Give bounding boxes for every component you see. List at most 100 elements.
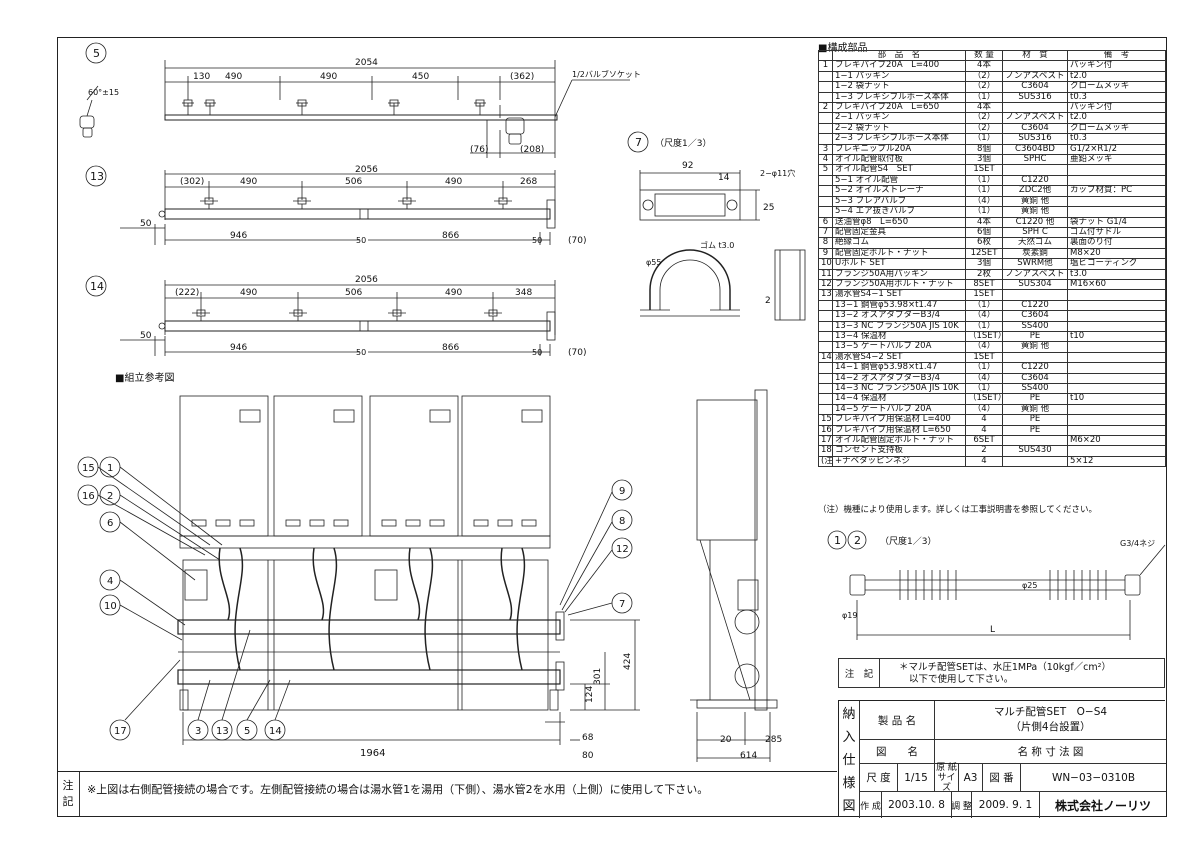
dimension-label: 12 [616, 544, 629, 555]
parts-cell-qty: （2） [965, 122, 1003, 135]
parts-cell-mat [1002, 289, 1068, 301]
parts-cell-name: 5−1 オイル配管 [832, 174, 966, 187]
dimension-label: 285 [765, 735, 782, 745]
parts-cell-qty: （1） [965, 91, 1003, 104]
dimension-label: 16 [82, 491, 95, 502]
parts-cell-no: 15 [818, 414, 833, 426]
dimension-label: 6 [107, 518, 113, 529]
parts-cell-qty: 4 [965, 455, 1003, 468]
parts-cell-name: フランジ50A用ボルト・ナット [832, 278, 966, 291]
dimension-label: 15 [82, 463, 95, 474]
dimension-label: 506 [345, 288, 362, 298]
parts-cell-name: 14−5 ゲートバルブ 20A [832, 403, 966, 416]
parts-cell-name: 5−3 フレアバルブ [832, 195, 966, 208]
dimension-label: 8 [619, 516, 625, 527]
dimension-label: 1/2バルブソケット [572, 69, 641, 79]
parts-cell-note [1067, 195, 1166, 208]
parts-cell-name: 2−1 パッキン [832, 112, 966, 124]
parts-cell-qty: 3個 [965, 258, 1003, 270]
hose-corrugation [899, 570, 1107, 600]
dimension-label: 301 [593, 668, 603, 685]
parts-cell-no [818, 299, 833, 312]
parts-cell-no [818, 122, 833, 135]
parts-cell-name: +ナベタッピンネジ [832, 455, 966, 468]
parts-cell-name: 13−2 オスアダプターB3/4 [832, 310, 966, 322]
parts-cell-name: オイル配管S4 SET [832, 164, 966, 176]
view5-num: 5 [93, 47, 100, 60]
dimension-label: (208) [520, 145, 544, 155]
dimension-label: 1 [834, 534, 841, 547]
parts-cell-name: 絶縁ゴム [832, 237, 966, 249]
parts-cell-note [1067, 424, 1166, 437]
parts-row: 13−1 鋼管φ53.98×t1.47（1）C1220 [818, 299, 1166, 312]
parts-cell-note: M8×20 [1067, 247, 1166, 260]
parts-cell-no: 4 [818, 154, 833, 166]
dimension-label: 10 [104, 601, 117, 612]
parts-cell-name: 13−4 保温材 [832, 330, 966, 343]
parts-cell-qty: 2枚 [965, 268, 1003, 280]
parts-cell-no [818, 112, 833, 124]
parts-cell-name: 14−2 オスアダプターB3/4 [832, 372, 966, 385]
parts-cell-mat: ノンアスベスト [1002, 112, 1068, 124]
dimension-label: 1964 [360, 748, 385, 759]
parts-cell-qty: （1） [965, 133, 1003, 145]
parts-cell-note: t0.3 [1067, 91, 1166, 104]
parts-cell-note [1067, 164, 1166, 176]
assembly-title: ■組立参考図 [115, 371, 174, 384]
dimension-label: 124 [585, 686, 595, 703]
dimension-label: 1 [107, 463, 113, 474]
note-box: 注 記 ＊マルチ配管SETは、水圧1MPa（10kgf／cm²）以下で使用して下… [838, 658, 1165, 688]
parts-cell-name: 14−1 鋼管φ53.98×t1.47 [832, 362, 966, 374]
parts-cell-qty: 1SET [965, 351, 1003, 364]
parts-cell-note: t2.0 [1067, 112, 1166, 124]
parts-cell-mat: 炭素鋼 [1002, 247, 1068, 260]
dimension-label: 506 [345, 177, 362, 187]
parts-cell-name: 2−3 フレキシブルホース本体 [832, 133, 966, 145]
dimension-label: 490 [240, 177, 257, 187]
parts-cell-name: 送油管φ8 L=650 [832, 216, 966, 228]
parts-cell-mat [1002, 455, 1068, 468]
v13-valves [200, 197, 512, 209]
v5-valves [182, 99, 525, 145]
parts-cell-note [1067, 299, 1166, 312]
parts-cell-no: 12 [818, 278, 833, 291]
parts-cell-no: 14 [818, 351, 833, 364]
parts-cell-qty: 12SET [965, 247, 1003, 260]
v14-valves [192, 309, 502, 321]
parts-cell-no: 3 [818, 143, 833, 156]
parts-cell-note: t10 [1067, 330, 1166, 343]
parts-cell-mat: SUS304 [1002, 278, 1068, 291]
dimension-label: 92 [682, 161, 693, 171]
parts-cell-note: カップ材質：PC [1067, 185, 1166, 197]
parts-cell-name: 1−3 フレキシブルホース本体 [832, 91, 966, 104]
parts-cell-note [1067, 382, 1166, 395]
parts-cell-qty: 4本 [965, 60, 1003, 72]
parts-cell-note: t0.3 [1067, 133, 1166, 145]
parts-row: 14−5 ゲートバルブ 20A（4）黄銅 他 [818, 403, 1166, 416]
parts-cell-no [818, 70, 833, 83]
parts-cell-no: 11 [818, 268, 833, 280]
parts-cell-qty: 4本 [965, 216, 1003, 228]
parts-cell-note: G1/2×R1/2 [1067, 143, 1166, 156]
dimension-label: 50 [532, 348, 542, 357]
dimension-label: 50 [356, 348, 366, 357]
parts-cell-name: 13−1 鋼管φ53.98×t1.47 [832, 299, 966, 312]
parts-cell-note [1067, 320, 1166, 332]
parts-cell-name: コンセント支持板 [832, 445, 966, 457]
parts-cell-mat: 黄銅 他 [1002, 206, 1068, 218]
parts-cell-note: t2.0 [1067, 70, 1166, 83]
parts-cell-note: M6×20 [1067, 435, 1166, 447]
dimension-label: 14 [269, 726, 282, 737]
